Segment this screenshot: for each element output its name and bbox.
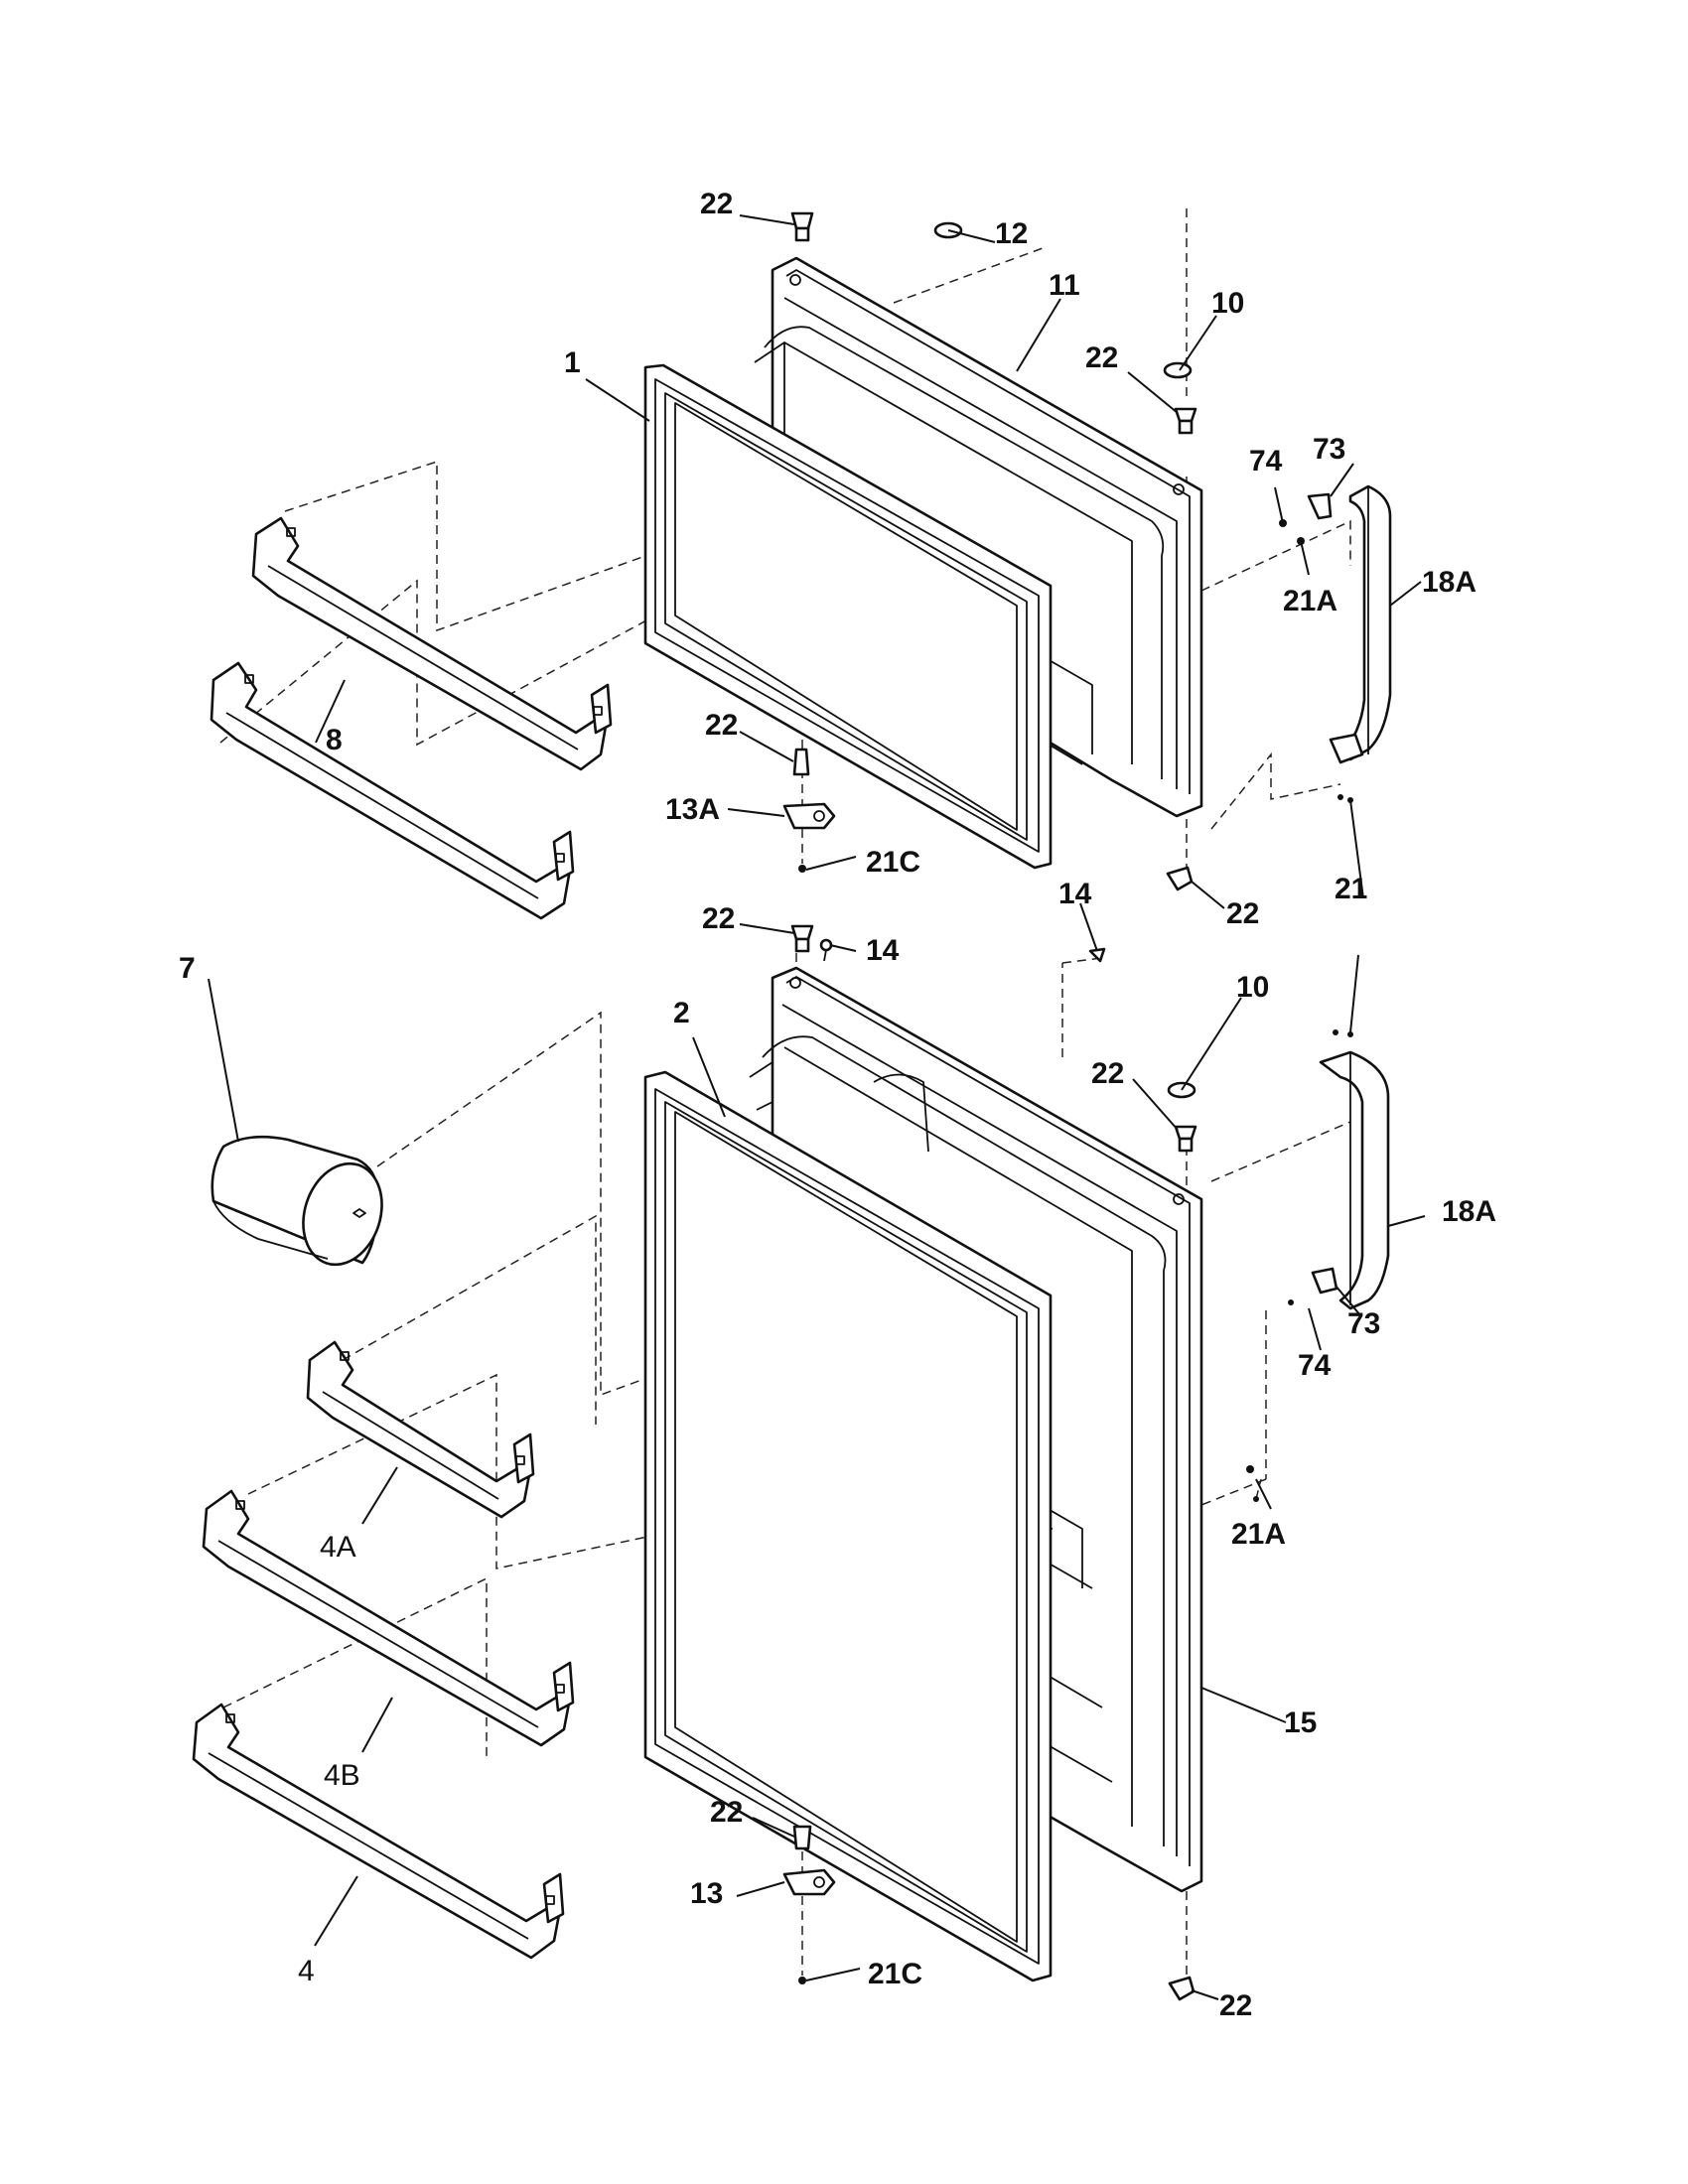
- callout-18a-top: 18A: [1422, 566, 1477, 599]
- callout-18a-bot: 18A: [1442, 1195, 1496, 1228]
- callout-74-top: 74: [1249, 445, 1283, 478]
- gasket-2: [643, 1070, 1053, 1982]
- hinge-13a: [782, 748, 836, 873]
- callout-22-c: 22: [705, 709, 738, 742]
- callout-22-h: 22: [1219, 1989, 1252, 2022]
- callout-21a-bot: 21A: [1231, 1518, 1286, 1551]
- callout-22-e: 22: [702, 902, 735, 935]
- callout-8: 8: [326, 724, 343, 756]
- bottom-door-hardware: [782, 924, 1259, 2001]
- handle-18a-top: [1329, 484, 1392, 803]
- handle-18a-bottom: [1288, 1029, 1390, 1310]
- callout-7: 7: [179, 952, 196, 985]
- door-bin-4: [192, 1703, 565, 1960]
- callout-73-top: 73: [1313, 433, 1345, 466]
- callout-74-bot: 74: [1298, 1349, 1332, 1382]
- callout-4a: 4A: [320, 1531, 356, 1564]
- callout-21a-top: 21A: [1283, 585, 1337, 617]
- callout-14-a: 14: [1058, 878, 1092, 910]
- callout-10-top: 10: [1211, 287, 1244, 320]
- door-bin-4b: [202, 1489, 575, 1747]
- top-door-hardware: [790, 211, 1333, 891]
- callout-13: 13: [690, 1877, 723, 1910]
- callout-22-b: 22: [1085, 341, 1118, 374]
- callout-10-bot: 10: [1236, 971, 1269, 1004]
- callout-15: 15: [1284, 1706, 1317, 1739]
- callout-21: 21: [1335, 873, 1367, 905]
- callout-73-bot: 73: [1347, 1307, 1380, 1340]
- door-bin-8-upper: [251, 516, 613, 771]
- callout-labels: 1 11 12 10 22 22 74 73 21A 18A 8 22 13A …: [179, 188, 1496, 2022]
- callout-21c-bot: 21C: [868, 1958, 922, 1990]
- callout-22-f: 22: [1091, 1057, 1124, 1090]
- callout-22-g: 22: [710, 1796, 743, 1829]
- gasket-1: [643, 363, 1053, 870]
- callout-1: 1: [564, 346, 581, 379]
- dairy-compartment-7: [211, 1135, 383, 1267]
- callout-13a: 13A: [665, 793, 720, 826]
- callout-12: 12: [995, 217, 1028, 250]
- callout-2: 2: [673, 997, 690, 1029]
- callout-4: 4: [298, 1955, 315, 1987]
- door-bin-4a: [306, 1340, 535, 1519]
- leader-lines: [208, 214, 1426, 2000]
- callout-21c-top: 21C: [866, 846, 920, 879]
- callout-4b: 4B: [324, 1759, 360, 1792]
- callout-14-b: 14: [866, 934, 900, 967]
- callout-22-a: 22: [700, 188, 733, 220]
- callout-22-d: 22: [1226, 897, 1259, 930]
- door-bin-8-lower: [210, 661, 575, 920]
- callout-11: 11: [1049, 269, 1080, 302]
